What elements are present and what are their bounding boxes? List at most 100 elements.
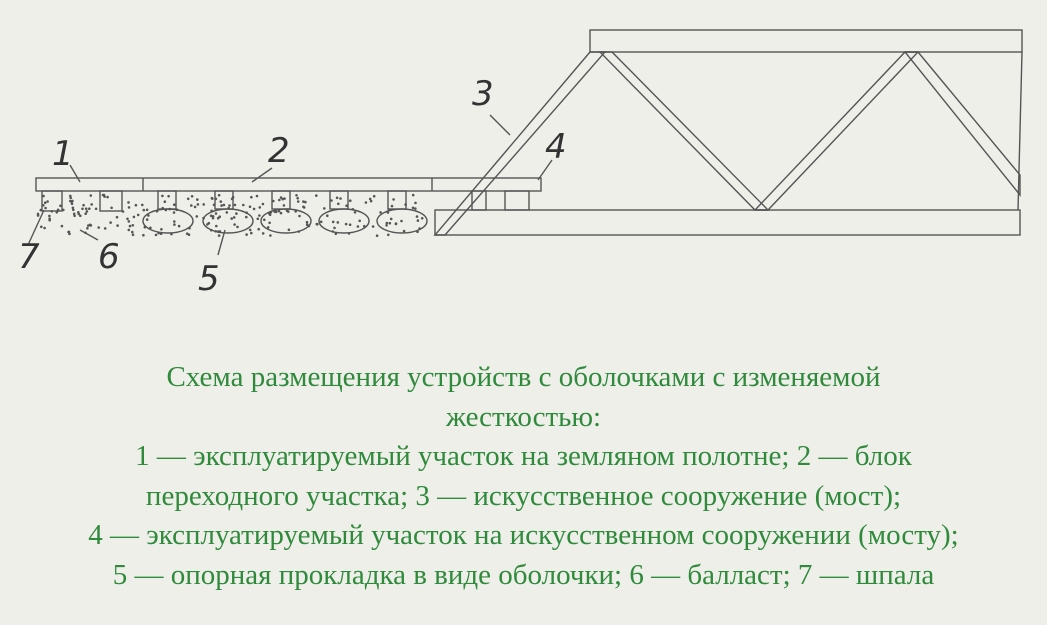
- ballast-dot: [131, 224, 135, 227]
- ballast-dot: [387, 208, 391, 211]
- ballast-dot: [154, 233, 158, 237]
- ballast-dot: [84, 231, 87, 235]
- ballast-dot: [218, 230, 222, 233]
- ballast-dot: [43, 226, 46, 230]
- ballast-dot: [214, 212, 218, 215]
- ballast-dot: [167, 194, 170, 198]
- ballast-dot: [233, 203, 237, 207]
- ballast-dot: [72, 212, 76, 216]
- ballast-dot: [250, 195, 253, 199]
- ballast-dot: [109, 221, 112, 224]
- ballast-dot: [89, 194, 93, 197]
- ballast-dot: [173, 223, 176, 226]
- ballast-dot: [402, 229, 406, 233]
- ballast-dot: [236, 225, 239, 229]
- caption-legend-line: 1 — эксплуатируемый участок на земляном …: [135, 440, 912, 472]
- ballast-dot: [273, 210, 277, 213]
- ballast-dot: [110, 206, 113, 210]
- ballast-dot: [235, 212, 238, 215]
- ballast-dot: [161, 206, 164, 210]
- ballast-dot: [82, 203, 85, 207]
- ballast-dot: [416, 230, 419, 233]
- caption-legend-line: переходного участка; 3 — искусственное с…: [145, 479, 902, 512]
- ballast-dot: [60, 224, 64, 228]
- ballast-dot: [295, 194, 298, 197]
- ballast-dot: [211, 197, 214, 200]
- ballast-dot: [77, 212, 81, 216]
- ballast-dot: [279, 196, 283, 199]
- ballast-dot: [351, 208, 355, 211]
- label-3: 3: [472, 74, 494, 114]
- ballast-dot: [339, 197, 342, 200]
- ballast-dot: [127, 228, 131, 232]
- ballast-dot: [143, 225, 147, 229]
- label-6: 6: [98, 237, 120, 277]
- ballast-dot: [257, 227, 261, 231]
- ballast-dot: [211, 216, 215, 220]
- ballast-dot: [418, 227, 421, 230]
- ballast-dot: [55, 211, 59, 214]
- ballast-dot: [131, 230, 134, 234]
- ballast-dot: [387, 233, 390, 237]
- bridge-end-diagonal: [433, 51, 607, 236]
- ballast-dot: [145, 218, 149, 221]
- ballast-dot: [372, 194, 376, 198]
- ballast-dot: [252, 207, 256, 211]
- caption-legend-line: 5 — опорная прокладка в виде оболочки; 6…: [112, 558, 935, 591]
- ballast-dot: [304, 200, 307, 204]
- ballast-dot: [127, 201, 130, 204]
- ballast-dot: [164, 208, 168, 212]
- ballast-dot: [337, 202, 340, 206]
- ballast-dot: [132, 215, 136, 219]
- ballast-dot: [358, 219, 362, 223]
- ballast-dot: [175, 208, 179, 211]
- caption-title-line-2: жесткостью:: [445, 400, 602, 433]
- ballast-dot: [42, 194, 45, 198]
- ballast-dot: [230, 217, 233, 220]
- ballast-dot: [296, 200, 300, 203]
- ballast-dot: [145, 208, 149, 212]
- ballast-dot: [188, 226, 191, 230]
- ballast-dot: [356, 225, 360, 228]
- ballast-dot: [347, 232, 351, 235]
- ballast-dot: [149, 226, 152, 230]
- ballast-dot: [202, 203, 205, 206]
- ballast-dot: [127, 206, 131, 209]
- ballast-dot: [416, 219, 420, 222]
- caption-legend-line: 4 — эксплуатируемый участок на искусстве…: [88, 519, 959, 551]
- ballast-dot: [172, 211, 176, 214]
- ballast-dot: [261, 232, 265, 235]
- ballast-dot: [185, 232, 189, 235]
- shell-pads: [142, 208, 428, 234]
- ballast-dot: [326, 214, 329, 217]
- ballast-dot: [245, 211, 248, 214]
- ballast-dot: [196, 198, 199, 201]
- ballast-dot: [296, 196, 300, 200]
- ballast-dot: [81, 207, 84, 211]
- ballast-dot: [368, 197, 372, 201]
- ballast-dot: [40, 225, 43, 229]
- label-5: 5: [198, 259, 220, 299]
- ballast-dot: [386, 211, 390, 214]
- ballast-dot: [69, 196, 72, 200]
- ballast-dot: [344, 222, 348, 226]
- ballast-dot: [219, 200, 223, 203]
- ballast-dot: [364, 201, 368, 204]
- ballast-dot: [46, 200, 49, 203]
- ballast-dot: [371, 225, 375, 228]
- ballast-dot: [177, 224, 181, 228]
- ballast-dot: [392, 198, 395, 201]
- ballast-dot: [315, 194, 318, 197]
- ballast-dot: [48, 217, 51, 220]
- ballast-dot: [50, 210, 54, 213]
- ballast-dot: [232, 216, 236, 219]
- ballast-dot: [258, 214, 261, 217]
- ballast-dot: [319, 220, 323, 224]
- ballast-dot: [279, 211, 283, 215]
- ballast-dot: [218, 215, 221, 218]
- ballast-dot: [375, 234, 379, 237]
- ballast-dot: [230, 197, 234, 201]
- ballast-dot: [217, 193, 221, 197]
- ballast-dot: [330, 199, 333, 202]
- ballast-dot: [390, 204, 394, 208]
